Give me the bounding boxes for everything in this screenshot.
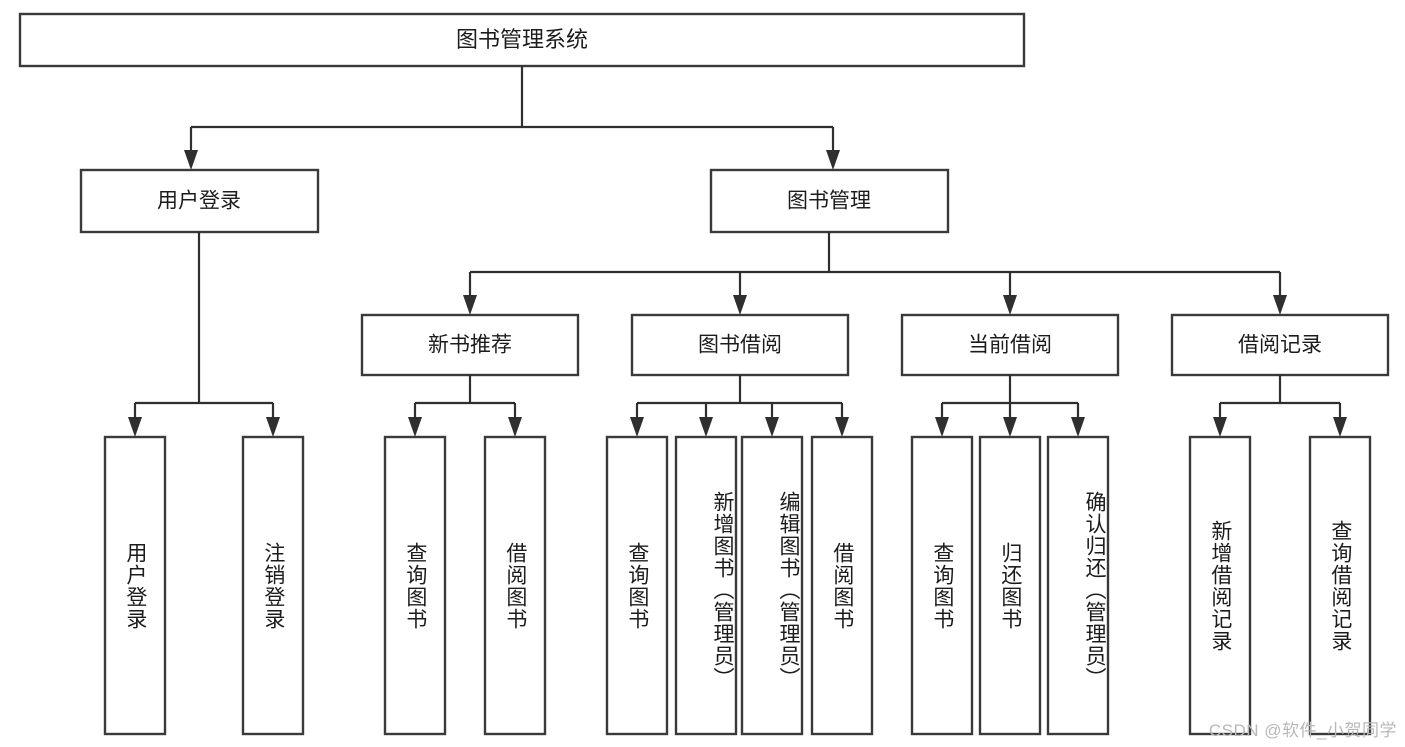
connector-bookmanage-to-level3 bbox=[463, 232, 1287, 315]
new-book-rec-label: 新书推荐 bbox=[428, 334, 512, 357]
leaf-box-query-book-2[interactable] bbox=[605, 435, 669, 736]
leaf-box-borrow-book-2[interactable] bbox=[810, 435, 874, 736]
arrow-head-icon bbox=[508, 417, 522, 437]
current-borrow-label: 当前借阅 bbox=[968, 334, 1052, 357]
connector-currentborrow-to-leaves bbox=[935, 375, 1085, 437]
book-borrow-label: 图书借阅 bbox=[698, 334, 782, 357]
leaf-box-confirm-return[interactable] bbox=[1046, 435, 1110, 736]
connector-borrowrecord-to-leaves bbox=[1213, 375, 1347, 437]
book-manage-label: 图书管理 bbox=[787, 190, 871, 213]
arrow-head-icon bbox=[408, 417, 422, 437]
arrow-head-icon bbox=[463, 295, 477, 315]
arrow-head-icon bbox=[1003, 417, 1017, 437]
leaf-box-borrow-book-1[interactable] bbox=[483, 435, 547, 736]
borrow-record-label: 借阅记录 bbox=[1238, 334, 1322, 357]
arrow-head-icon bbox=[835, 417, 849, 437]
node-current-borrow[interactable]: 当前借阅 bbox=[900, 313, 1120, 377]
arrow-head-icon bbox=[699, 417, 713, 437]
arrow-head-icon bbox=[1003, 295, 1017, 315]
root-label: 图书管理系统 bbox=[456, 27, 588, 52]
arrow-head-icon bbox=[765, 417, 779, 437]
leaf-box-query-book-1[interactable] bbox=[383, 435, 447, 736]
arrow-head-icon bbox=[935, 417, 949, 437]
leaf-box-query-book-3[interactable] bbox=[910, 435, 974, 736]
new-book-rec-box bbox=[360, 313, 580, 377]
arrow-head-icon bbox=[826, 150, 840, 170]
node-book-manage[interactable]: 图书管理 bbox=[709, 168, 950, 234]
leaf-box-add-book[interactable] bbox=[674, 435, 738, 736]
leaf-box-logout-login[interactable] bbox=[241, 435, 305, 736]
node-borrow-record[interactable]: 借阅记录 bbox=[1170, 313, 1390, 377]
node-root[interactable]: 图书管理系统 bbox=[18, 12, 1026, 68]
leaf-box-query-record[interactable] bbox=[1308, 435, 1372, 736]
arrow-head-icon bbox=[630, 417, 644, 437]
node-new-book-rec[interactable]: 新书推荐 bbox=[360, 313, 580, 377]
arrow-head-icon bbox=[128, 417, 142, 437]
leaf-box-edit-book[interactable] bbox=[740, 435, 804, 736]
leaf-box-user-login[interactable] bbox=[103, 435, 167, 736]
connector-newbookrec-to-leaves bbox=[408, 375, 522, 437]
arrow-head-icon bbox=[733, 295, 747, 315]
node-book-borrow[interactable]: 图书借阅 bbox=[630, 313, 850, 377]
root-box bbox=[18, 12, 1026, 68]
current-borrow-box bbox=[900, 313, 1120, 377]
arrow-head-icon bbox=[1273, 295, 1287, 315]
leaf-box-return-book[interactable] bbox=[978, 435, 1042, 736]
csdn-watermark: CSDN @软件_小贺同学 bbox=[1208, 721, 1397, 740]
connector-bookborrow-to-leaves bbox=[630, 375, 849, 437]
arrow-head-icon bbox=[1213, 417, 1227, 437]
arrow-head-icon bbox=[1071, 417, 1085, 437]
user-login-label: 用户登录 bbox=[157, 190, 241, 213]
arrow-head-icon bbox=[266, 417, 280, 437]
user-login-box bbox=[79, 168, 320, 234]
node-user-login[interactable]: 用户登录 bbox=[79, 168, 320, 234]
connector-userlogin-to-leaves bbox=[128, 232, 280, 437]
connector-root-to-level2 bbox=[184, 66, 840, 170]
arrow-head-icon bbox=[184, 150, 198, 170]
leaf-box-add-record[interactable] bbox=[1188, 435, 1252, 736]
arrow-head-icon bbox=[1333, 417, 1347, 437]
